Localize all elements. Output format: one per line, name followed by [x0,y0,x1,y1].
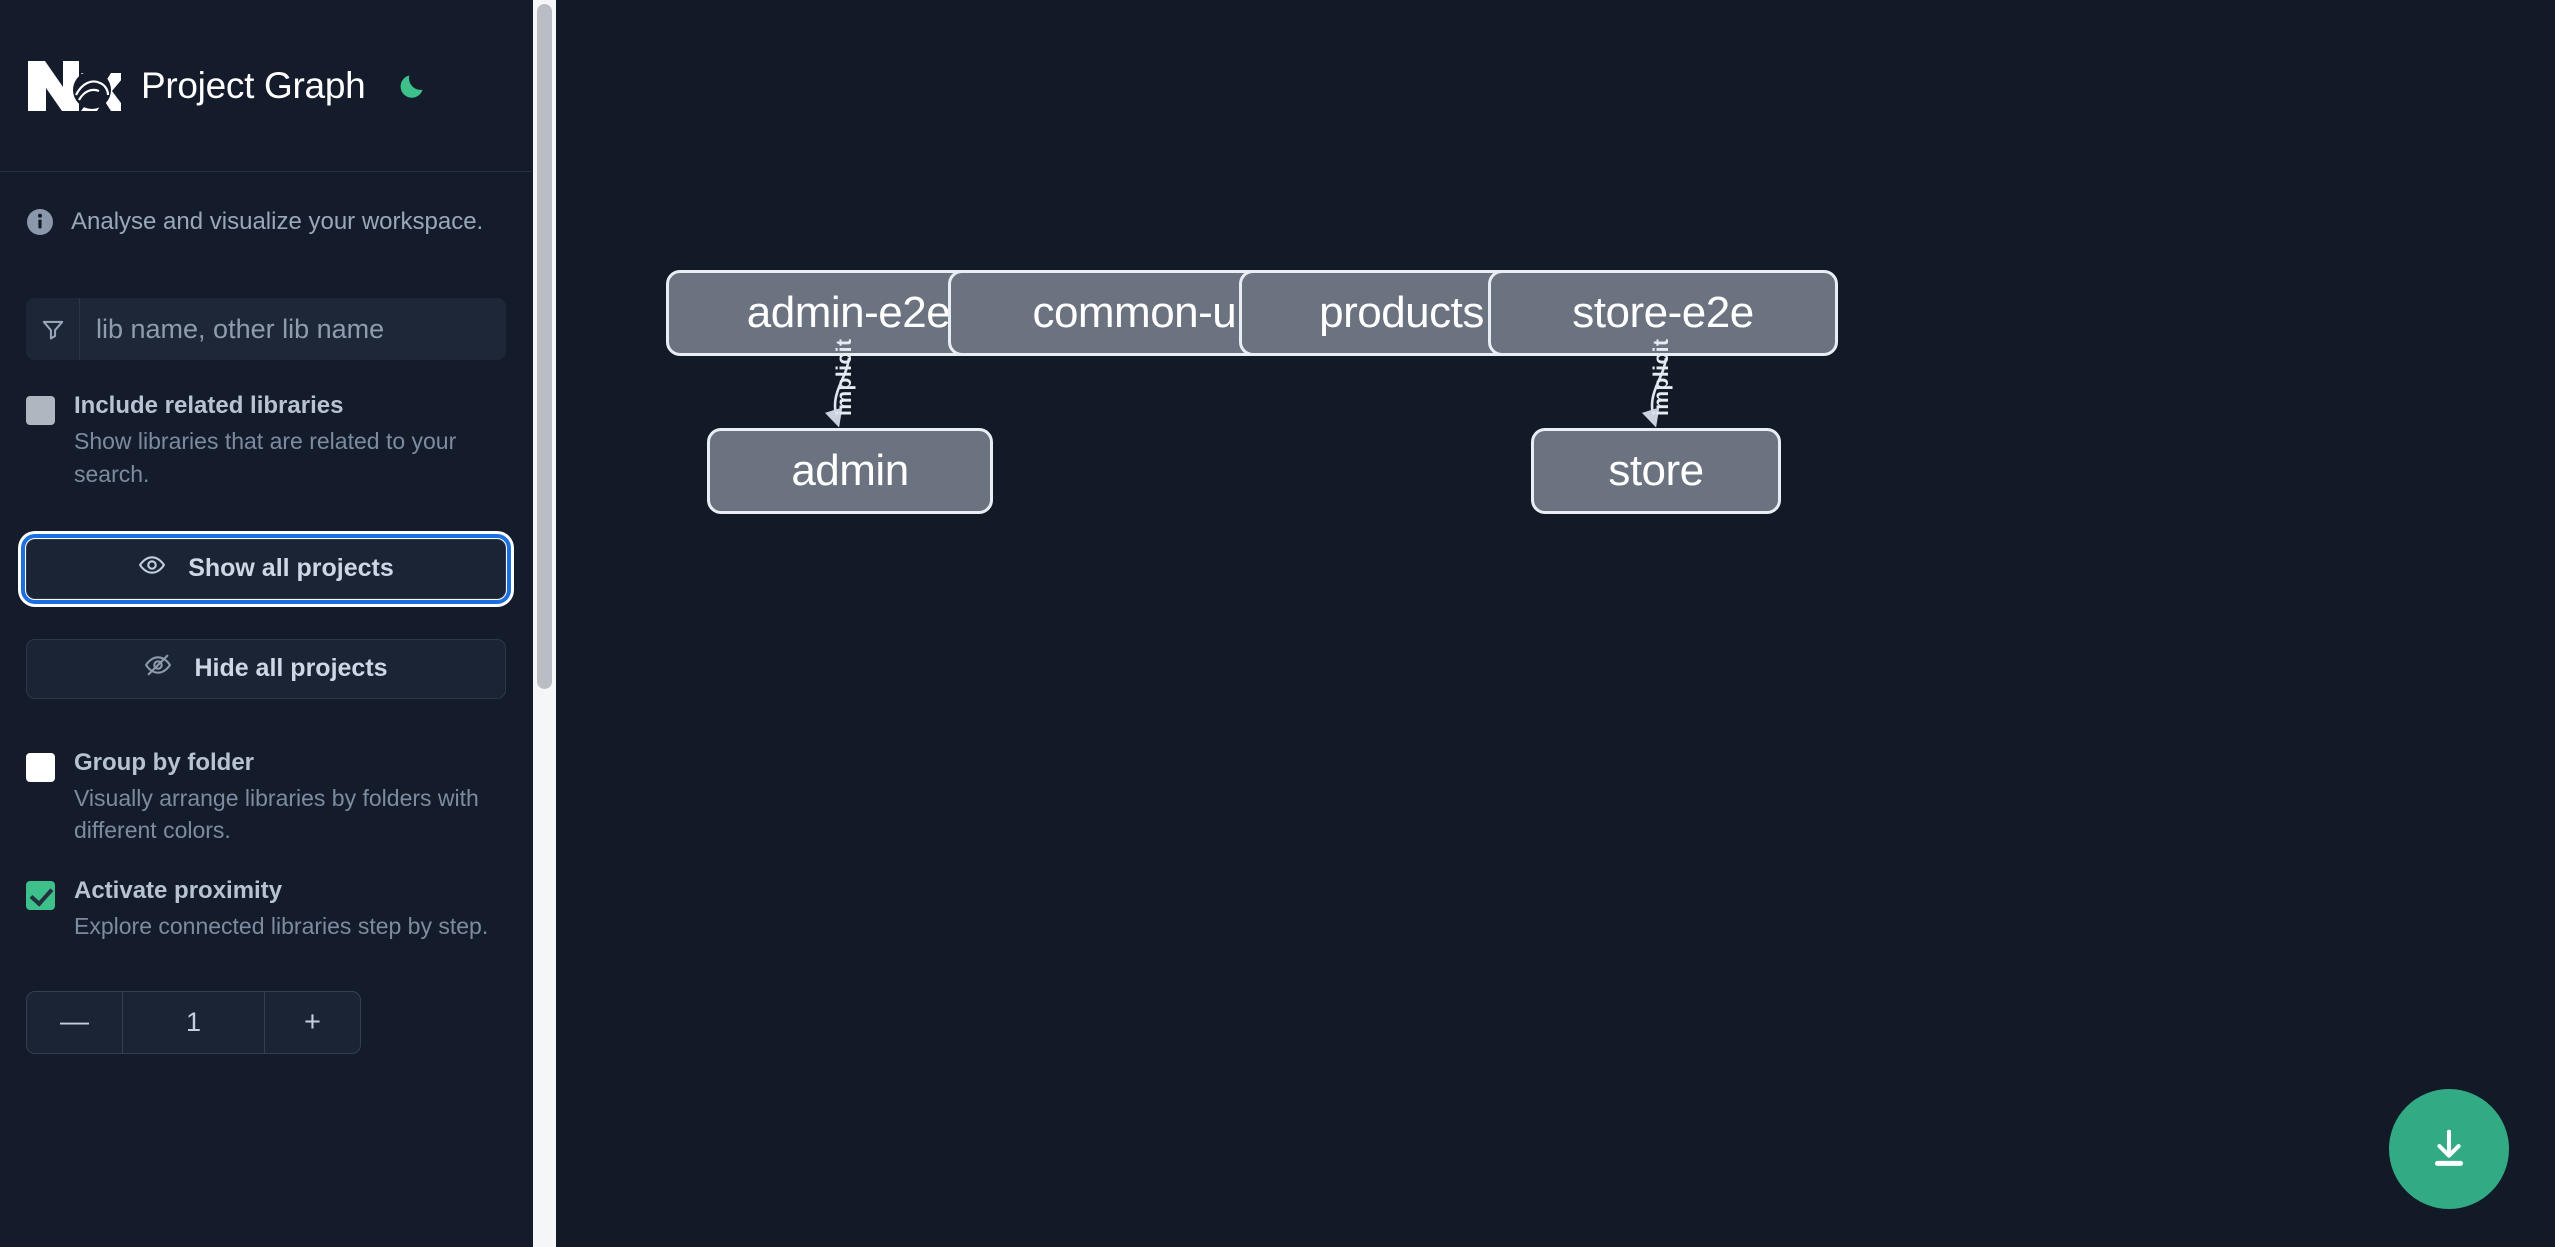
stepper-decrement-button[interactable]: — [27,991,123,1053]
nx-logo [26,55,127,117]
filter-bar [26,298,506,360]
show-all-projects-button[interactable]: Show all projects [21,533,511,604]
edge-label-store-implicit: implicit [1650,338,1673,416]
page-title: Project Graph [141,64,366,106]
graph-node-label: products [1319,288,1484,337]
sidebar-header: Project Graph [0,0,532,172]
graph-node-store-e2e[interactable]: store-e2e [1488,270,1838,356]
graph-canvas[interactable]: admin-e2e common-ui products store-e2e a… [556,0,2555,1247]
filter-funnel-icon [26,298,80,360]
graph-node-label: store-e2e [1572,288,1754,337]
graph-node-store[interactable]: store [1531,428,1781,514]
sidebar-content: Project Graph Analyse and visualize yo [0,0,532,1247]
hide-all-projects-label: Hide all projects [194,654,388,682]
workspace-blurb-text: Analyse and visualize your workspace. [71,208,484,235]
graph-node-admin[interactable]: admin [707,428,993,514]
download-graph-button[interactable] [2389,1089,2509,1209]
stepper-value[interactable]: 1 [185,1006,202,1037]
option-include-related-libraries[interactable]: Include related libraries Show libraries… [0,390,532,491]
group-by-folder-label: Group by folder [74,748,254,776]
sidebar: Project Graph Analyse and visualize yo [0,0,556,1247]
activate-proximity-checkbox[interactable] [26,881,55,910]
activate-proximity-description: Explore connected libraries step by step… [74,913,489,940]
include-related-libraries-label: Include related libraries [74,392,344,419]
info-icon [26,208,54,236]
graph-node-label: admin-e2e [746,288,951,337]
option-group-by-folder[interactable]: Group by folder Visually arrange librari… [0,747,532,848]
graph-edges [824,357,1668,428]
moon-icon[interactable] [391,63,437,109]
proximity-stepper: — 1 + [26,990,361,1054]
activate-proximity-label: Activate proximity [74,877,283,904]
include-related-libraries-checkbox[interactable] [26,396,55,425]
download-icon [2426,1125,2472,1174]
graph-node-label: admin [791,446,909,495]
eye-icon [138,551,166,586]
graph-node-label: common-ui [1032,288,1246,337]
show-all-projects-label: Show all projects [188,554,394,582]
group-by-folder-description: Visually arrange libraries by folders wi… [74,784,479,844]
option-activate-proximity[interactable]: Activate proximity Explore connected lib… [0,875,532,943]
proximity-stepper-wrap: — 1 + [0,990,532,1054]
eye-off-icon [144,651,172,686]
edge-label-admin-implicit: implicit [833,338,856,416]
sidebar-scrollbar-track[interactable] [533,0,556,1247]
hide-all-projects-button[interactable]: Hide all projects [26,638,506,699]
search-input[interactable] [80,298,506,360]
workspace-blurb: Analyse and visualize your workspace. [0,172,532,236]
include-related-libraries-description: Show libraries that are related to your … [74,428,457,487]
stepper-increment-button[interactable]: + [264,991,360,1053]
graph-node-label: store [1608,446,1704,495]
group-by-folder-checkbox[interactable] [26,752,55,782]
project-visibility-buttons: Show all projects Hide all projects [0,533,532,699]
sidebar-scrollbar-thumb[interactable] [537,4,552,689]
